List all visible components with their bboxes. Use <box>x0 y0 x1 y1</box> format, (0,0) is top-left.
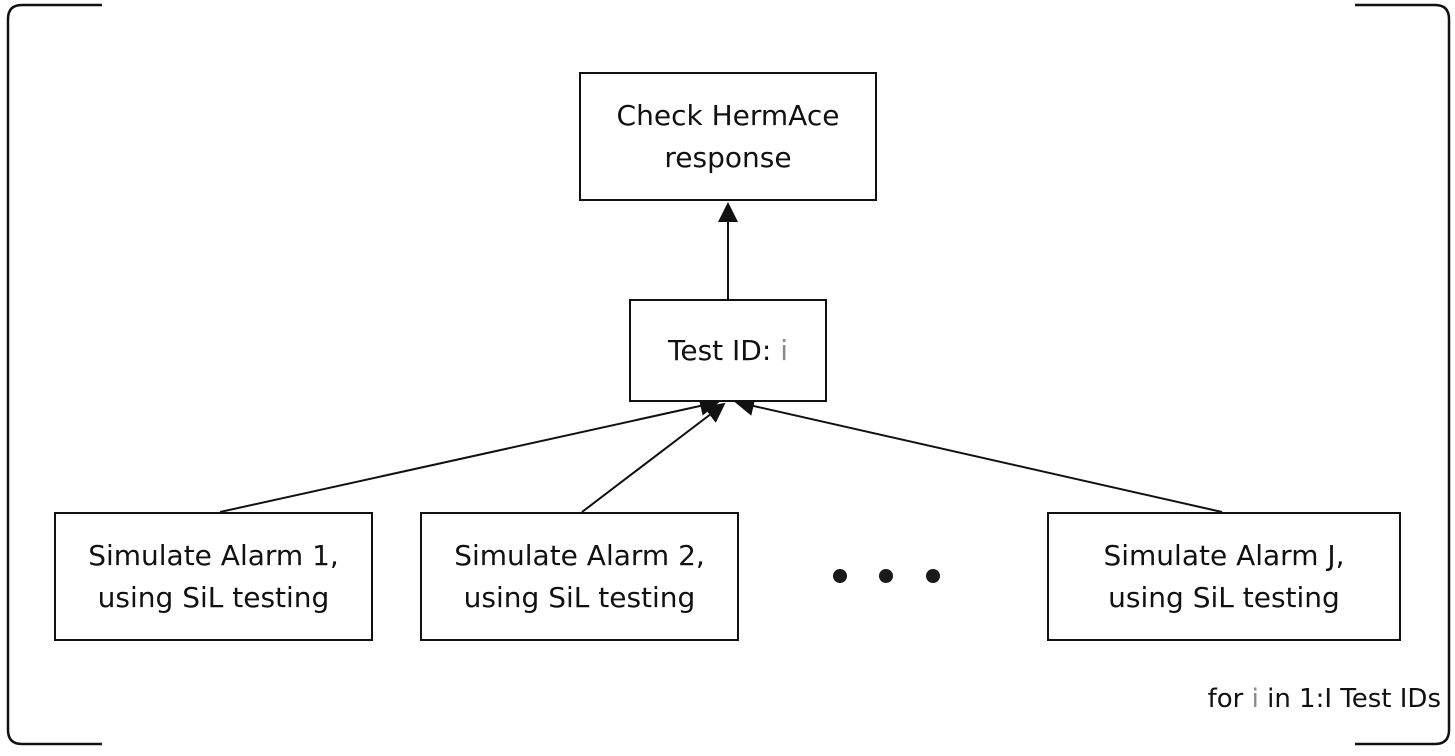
ellipsis-dot <box>926 569 940 583</box>
alarm-2-line2: using SiL testing <box>463 580 696 614</box>
alarm-1-line2: using SiL testing <box>97 580 330 614</box>
alarm-2-node: Simulate Alarm 2, using SiL testing <box>420 512 739 641</box>
ellipsis-dot <box>833 569 847 583</box>
test-id-variable: i <box>780 333 788 367</box>
arrow-alarm1-to-test <box>219 396 720 513</box>
check-response-line1: Check HermAce <box>616 98 840 132</box>
loop-bracket-left <box>6 3 102 746</box>
loop-label-suffix: in 1:I Test IDs <box>1258 684 1441 714</box>
check-response-line2: response <box>664 140 792 174</box>
ellipsis-dot <box>879 569 893 583</box>
alarm-2-line1: Simulate Alarm 2, <box>454 538 705 572</box>
loop-bracket-right <box>1355 3 1451 746</box>
arrow-alarm2-to-test <box>581 402 726 513</box>
alarm-j-node: Simulate Alarm J, using SiL testing <box>1047 512 1401 641</box>
test-id-node: Test ID: i <box>629 299 827 402</box>
alarm-j-line1: Simulate Alarm J, <box>1103 538 1345 572</box>
alarm-1-line1: Simulate Alarm 1, <box>88 538 339 572</box>
test-id-label: Test ID: <box>668 333 781 367</box>
alarm-1-node: Simulate Alarm 1, using SiL testing <box>54 512 373 641</box>
alarm-j-line2: using SiL testing <box>1108 580 1340 614</box>
loop-label-prefix: for <box>1207 684 1252 714</box>
check-response-node: Check HermAce response <box>579 72 877 201</box>
arrow-alarmj-to-test <box>734 396 1223 513</box>
loop-label-variable: i <box>1251 684 1259 714</box>
loop-label: for i in 1:I Test IDs <box>1208 684 1441 714</box>
